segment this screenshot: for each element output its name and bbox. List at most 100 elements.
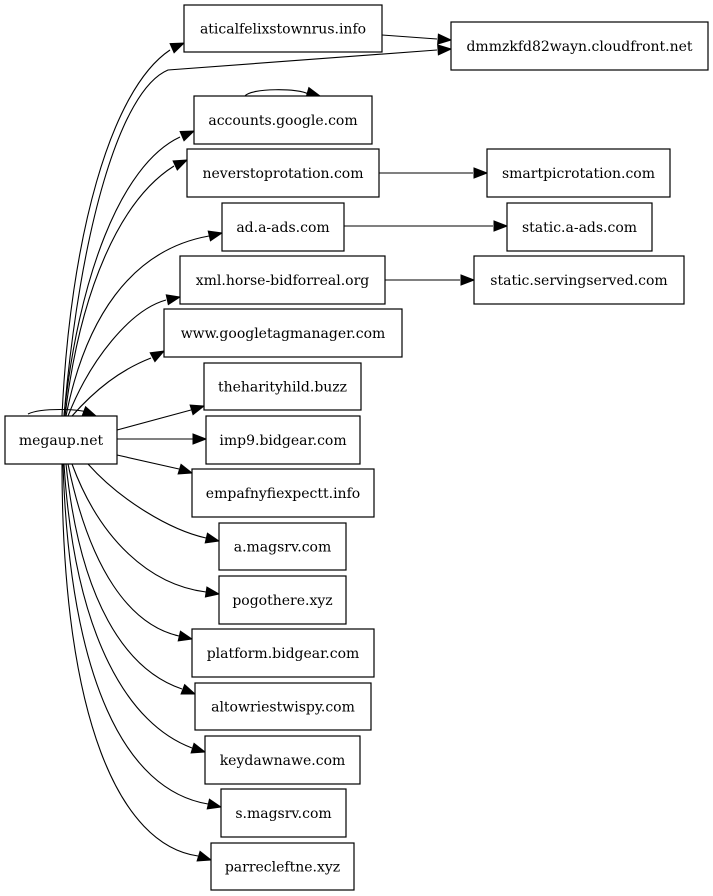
node-box bbox=[205, 415, 361, 465]
edge-megaup-to-imp9 bbox=[117, 433, 208, 445]
edge-megaup-to-pogothere bbox=[71, 463, 221, 598]
node-label: dmmzkfd82wayn.cloudfront.net bbox=[466, 39, 692, 55]
node-xmlhorse[interactable]: xml.horse-bidforreal.org bbox=[179, 255, 386, 305]
edges-layer bbox=[27, 33, 509, 862]
arrowhead-icon bbox=[206, 798, 223, 810]
node-box bbox=[183, 4, 383, 53]
edge-megaup-to-parrecleftne bbox=[61, 463, 213, 862]
arrowhead-icon bbox=[177, 630, 194, 642]
edge-adaads-to-staticaads bbox=[344, 220, 509, 232]
edge-line bbox=[65, 463, 183, 690]
node-neverstop[interactable]: neverstoprotation.com bbox=[186, 148, 380, 198]
edge-megaup-to-platform bbox=[67, 463, 194, 642]
node-box bbox=[221, 202, 345, 252]
node-label: imp9.bidgear.com bbox=[219, 433, 346, 449]
node-box bbox=[193, 95, 373, 145]
edge-megaup-to-dmmzkfd bbox=[63, 44, 453, 417]
node-gtm[interactable]: www.googletagmanager.com bbox=[163, 308, 403, 358]
edge-megaup-to-keydawnawe bbox=[63, 463, 207, 754]
arrowhead-icon bbox=[473, 167, 489, 179]
node-label: aticalfelixstownrus.info bbox=[200, 22, 366, 38]
edge-line bbox=[67, 299, 167, 417]
arrowhead-icon bbox=[460, 274, 476, 286]
node-box bbox=[450, 21, 709, 71]
node-theharity[interactable]: theharityhild.buzz bbox=[203, 362, 362, 411]
node-box bbox=[506, 202, 653, 252]
edge-megaup-to-empafny bbox=[116, 454, 194, 475]
node-box bbox=[191, 628, 375, 678]
node-box bbox=[194, 682, 372, 731]
node-altowriest[interactable]: altowriestwispy.com bbox=[194, 682, 372, 731]
edge-line bbox=[63, 136, 181, 417]
edge-megaup-to-amagsrv bbox=[87, 463, 221, 544]
edge-line bbox=[116, 409, 192, 431]
node-label: ad.a-ads.com bbox=[236, 220, 329, 236]
edge-line bbox=[63, 463, 193, 749]
node-imp9[interactable]: imp9.bidgear.com bbox=[205, 415, 361, 465]
node-pogothere[interactable]: pogothere.xyz bbox=[218, 575, 347, 625]
edge-megaup-to-smagsrv bbox=[62, 463, 223, 810]
arrowhead-icon bbox=[493, 220, 509, 232]
arrowhead-icon bbox=[196, 850, 213, 862]
node-label: neverstoprotation.com bbox=[202, 166, 363, 182]
node-box bbox=[473, 255, 685, 305]
nodes-layer: megaup.net aticalfelixstownrus.info dmmzkf… bbox=[4, 4, 709, 891]
node-box bbox=[163, 308, 403, 358]
arrowhead-icon bbox=[179, 130, 196, 142]
node-empafny[interactable]: empafnyfiexpectt.info bbox=[191, 468, 375, 518]
arrowhead-icon bbox=[81, 405, 98, 417]
edge-line bbox=[87, 463, 207, 539]
arrowhead-icon bbox=[189, 404, 206, 416]
edge-line bbox=[61, 463, 199, 857]
node-label: accounts.google.com bbox=[208, 113, 357, 129]
node-box bbox=[4, 415, 118, 465]
edge-line bbox=[63, 49, 438, 417]
node-smagsrv[interactable]: s.magsrv.com bbox=[220, 788, 347, 838]
arrowhead-icon bbox=[437, 33, 453, 45]
node-label: static.servingserved.com bbox=[490, 273, 667, 289]
node-label: megaup.net bbox=[19, 433, 104, 449]
node-label: pogothere.xyz bbox=[232, 593, 332, 609]
node-label: theharityhild.buzz bbox=[218, 380, 347, 396]
arrowhead-icon bbox=[172, 159, 189, 171]
edge-line bbox=[64, 165, 175, 417]
node-staticaads[interactable]: static.a-ads.com bbox=[506, 202, 653, 252]
node-box bbox=[218, 575, 347, 625]
node-parrecleftne[interactable]: parrecleftne.xyz bbox=[210, 842, 355, 891]
node-label: empafnyfiexpectt.info bbox=[206, 486, 360, 502]
node-accounts[interactable]: accounts.google.com bbox=[193, 95, 373, 145]
node-label: static.a-ads.com bbox=[522, 220, 637, 236]
node-label: smartpicrotation.com bbox=[502, 166, 655, 182]
arrowhead-icon bbox=[169, 42, 186, 54]
edge-megaup-to-altowriest bbox=[65, 463, 197, 695]
arrowhead-icon bbox=[192, 433, 208, 445]
edge-line bbox=[244, 89, 309, 97]
arrowhead-icon bbox=[204, 532, 221, 544]
edge-megaup-to-gtm bbox=[71, 350, 166, 417]
node-smartpic[interactable]: smartpicrotation.com bbox=[486, 148, 671, 198]
node-box bbox=[220, 788, 347, 838]
node-dmmzkfd[interactable]: dmmzkfd82wayn.cloudfront.net bbox=[450, 21, 709, 71]
edge-line bbox=[381, 34, 438, 40]
edge-line bbox=[65, 235, 210, 417]
arrowhead-icon bbox=[207, 230, 224, 242]
node-keydawnawe[interactable]: keydawnawe.com bbox=[204, 735, 361, 785]
node-label: xml.horse-bidforreal.org bbox=[196, 273, 370, 289]
node-adaads[interactable]: ad.a-ads.com bbox=[221, 202, 345, 252]
edge-line bbox=[62, 463, 209, 805]
node-box bbox=[186, 148, 380, 198]
node-aticalfelix[interactable]: aticalfelixstownrus.info bbox=[183, 4, 383, 53]
edge-line bbox=[71, 357, 152, 417]
arrowhead-icon bbox=[177, 463, 194, 475]
node-staticserving[interactable]: static.servingserved.com bbox=[473, 255, 685, 305]
node-megaup[interactable]: megaup.net bbox=[4, 415, 118, 465]
edge-line bbox=[71, 463, 207, 593]
node-platform[interactable]: platform.bidgear.com bbox=[191, 628, 375, 678]
node-box bbox=[204, 735, 361, 785]
arrowhead-icon bbox=[165, 294, 182, 306]
edge-megaup-to-theharity bbox=[116, 404, 206, 431]
arrowhead-icon bbox=[149, 350, 166, 363]
node-amagsrv[interactable]: a.magsrv.com bbox=[218, 522, 347, 571]
node-label: s.magsrv.com bbox=[235, 806, 331, 822]
